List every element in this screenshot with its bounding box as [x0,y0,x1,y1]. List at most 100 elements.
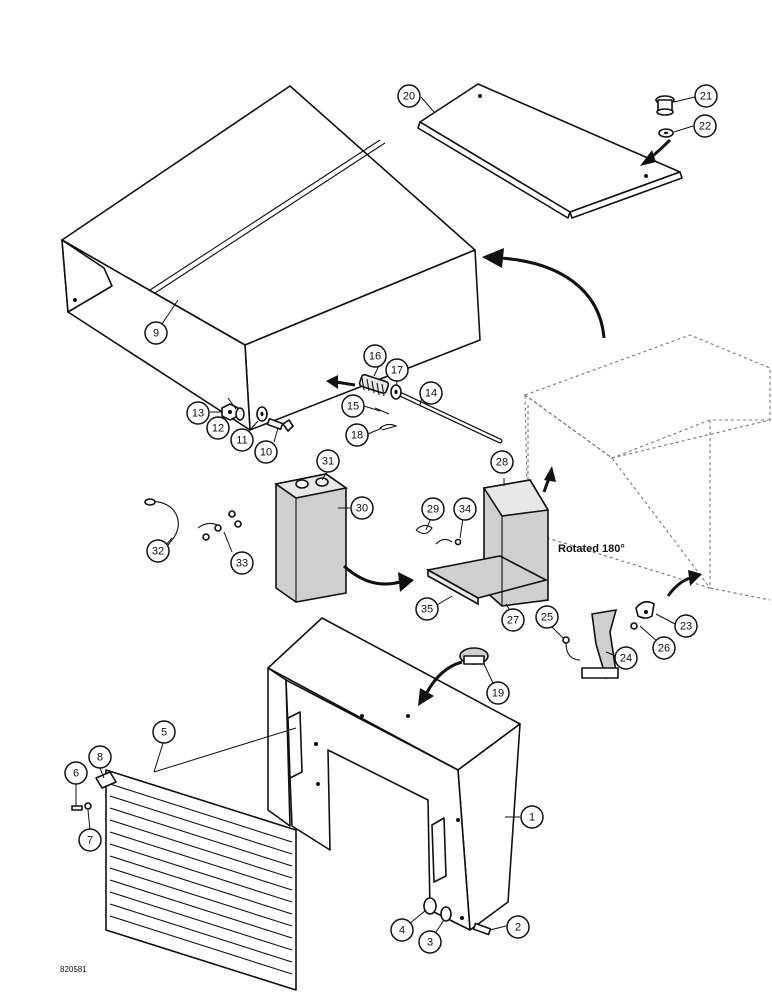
callout-number: 22 [699,121,711,133]
callout-number: 26 [658,643,670,655]
install-arrow [418,660,463,706]
callout-circle [418,930,442,954]
callout-6: 6 [64,761,88,785]
callout-14: 14 [419,381,443,405]
callout-circle [421,497,445,521]
callout-number: 11 [236,435,247,447]
grille-nut [84,802,92,810]
callout-number: 19 [492,688,504,700]
callout-16: 16 [363,344,387,368]
callout-number: 35 [421,604,433,616]
callout-5: 5 [152,720,176,744]
callout-3: 3 [418,930,442,954]
callout-number: 13 [192,408,204,420]
callout-number: 1 [529,812,535,824]
callout-circle [88,745,112,769]
callout-number: 30 [356,503,368,515]
callout-circle [64,761,88,785]
callout-circle [152,720,176,744]
callout-30: 30 [350,496,374,520]
callout-circle [419,381,443,405]
callout-number: 16 [369,351,381,363]
callout-13: 13 [186,401,210,425]
callout-circle [385,358,409,382]
callout-number: 32 [152,546,164,558]
callout-number: 17 [391,365,403,377]
callout-26: 26 [652,636,676,660]
callout-circle [694,84,718,108]
callout-circle [520,805,544,829]
callout-number: 5 [161,727,167,739]
callout-number: 9 [153,328,159,340]
callout-21: 21 [694,84,718,108]
callout-circle [535,605,559,629]
callout-circle [397,84,421,108]
callout-circle [230,551,254,575]
callout-number: 23 [680,621,692,633]
rotated-housing-outline [523,334,771,601]
callout-20: 20 [397,84,421,108]
callout-number: 7 [87,835,93,847]
callout-10: 10 [254,440,278,464]
callout-1: 1 [520,805,544,829]
callout-circle [341,394,365,418]
callout-22: 22 [693,114,717,138]
install-arrow [482,248,606,339]
callout-circle [415,597,439,621]
support-frame [267,617,521,931]
spring [358,373,390,397]
callout-circle [693,114,717,138]
callout-24: 24 [614,646,638,670]
rotated-note: Rotated 180° [558,543,625,555]
callout-11: 11 [230,428,254,452]
callout-circle [316,449,340,473]
battery-box [425,479,550,607]
install-arrow [342,564,414,592]
callout-12: 12 [206,416,230,440]
callout-28: 28 [490,450,514,474]
latch-screw [562,636,581,661]
flat-washer [256,406,268,422]
callout-circle [453,497,477,521]
frame-bolt [472,922,492,936]
clip-pin [374,407,390,415]
callout-34: 34 [453,497,477,521]
callout-circle [146,539,170,563]
clamp-screw [630,622,638,630]
callout-number: 15 [347,401,359,413]
callout-number: 34 [459,504,471,516]
grille-screw [71,805,83,811]
callout-23: 23 [674,614,698,638]
callout-number: 10 [260,447,272,459]
callout-32: 32 [146,539,170,563]
callout-number: 8 [97,752,103,764]
latch [581,609,619,680]
callout-circle [254,440,278,464]
plug-cap [459,647,489,665]
callout-27: 27 [501,608,525,632]
callout-circle [652,636,676,660]
install-arrow [542,466,556,493]
callout-number: 3 [427,937,433,949]
fastener-washer [658,128,674,138]
cotter-pin [379,423,398,431]
callout-circle [363,344,387,368]
callout-circle [390,918,414,942]
box-screw [454,538,462,546]
callout-31: 31 [316,449,340,473]
callout-circle [206,416,230,440]
callout-number: 31 [322,456,334,468]
callout-circle [490,450,514,474]
callout-circle [674,614,698,638]
callout-29: 29 [421,497,445,521]
callout-circle [230,428,254,452]
callout-number: 24 [620,653,632,665]
battery-cable [144,498,242,546]
frame-nut [423,897,437,915]
callout-number: 33 [236,558,248,570]
callout-number: 20 [403,91,415,103]
callout-circle [501,608,525,632]
hold-down-clamp [635,600,655,619]
callout-8: 8 [88,745,112,769]
